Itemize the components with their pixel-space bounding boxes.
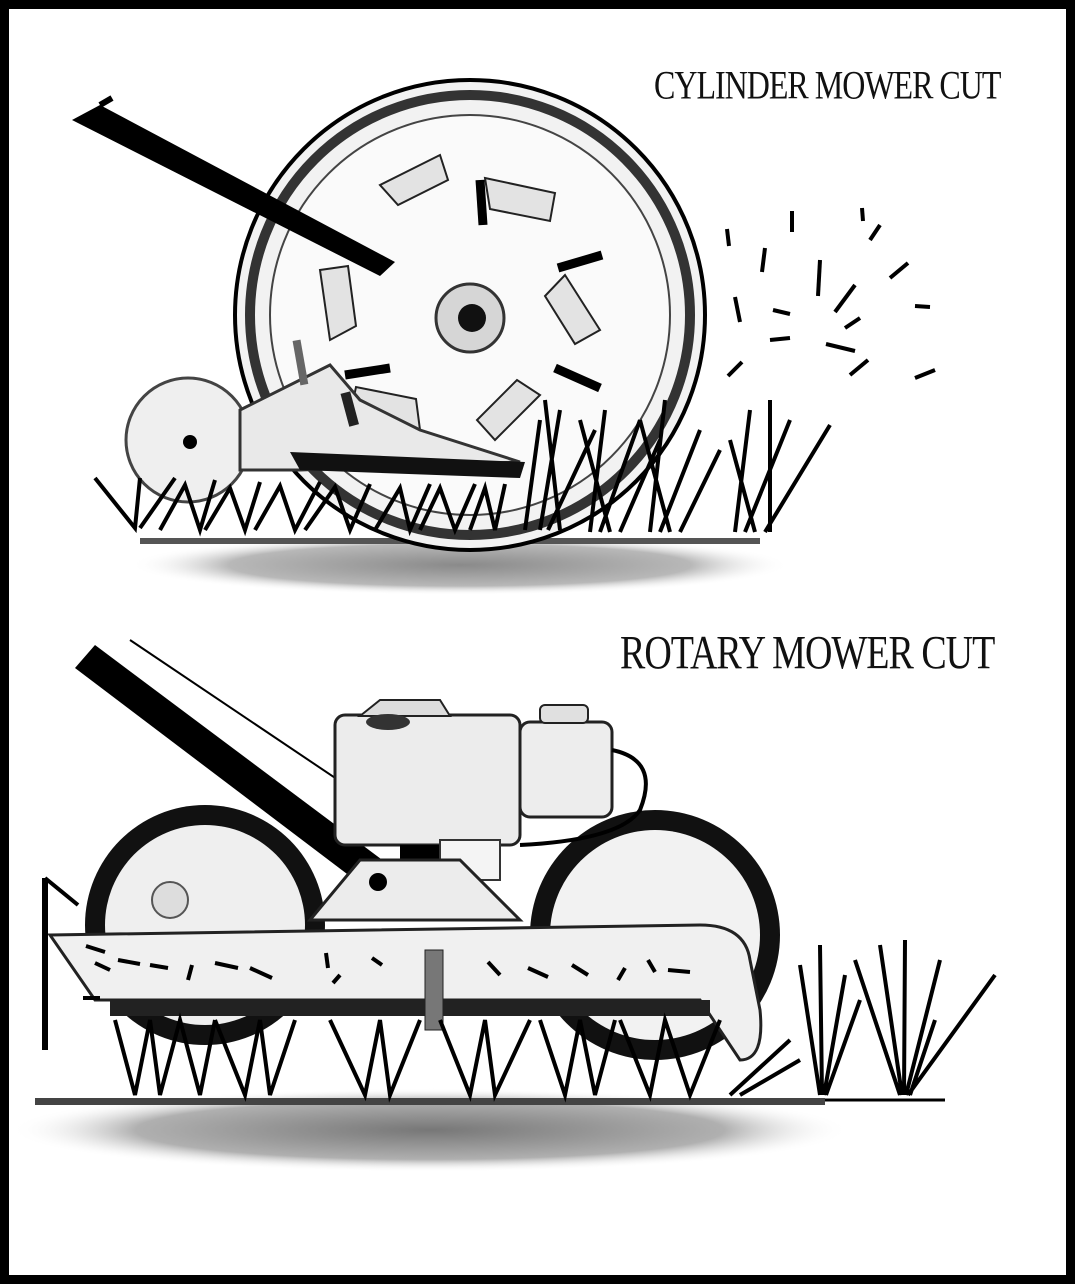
fuel-tank xyxy=(520,722,612,817)
cylinder-mower-panel xyxy=(72,80,935,595)
rotary-mower-panel xyxy=(10,640,995,1172)
rear-roller xyxy=(126,378,250,502)
cylinder-drive-wheel xyxy=(235,80,705,550)
blade-spindle xyxy=(425,950,443,1030)
ground-line-rotary xyxy=(35,1098,825,1105)
rotary-uncut-grass xyxy=(800,940,995,1095)
rotary-blade xyxy=(110,1000,710,1016)
grass-clippings xyxy=(727,208,935,378)
